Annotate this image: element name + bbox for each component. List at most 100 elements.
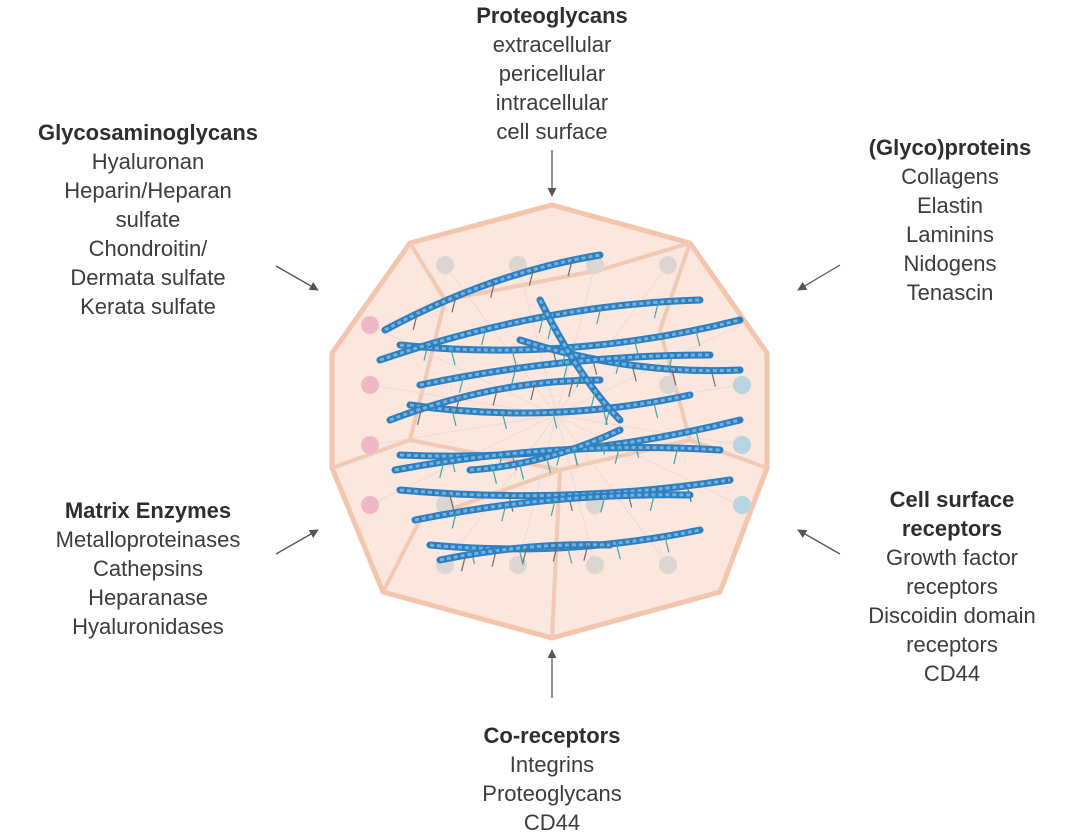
glycan-side-chain	[673, 447, 679, 465]
glycan-side-chain	[460, 555, 467, 572]
glycan-side-chain	[528, 269, 534, 286]
group-item: Kerata sulfate	[80, 294, 216, 319]
group-item: Heparanase	[88, 585, 208, 610]
glycan-side-chain	[451, 409, 457, 427]
glycan-side-chain	[596, 307, 602, 325]
glycan-side-chain	[518, 463, 525, 480]
glycan-side-chain	[412, 313, 418, 330]
glycan-side-chain	[561, 348, 567, 365]
glycan-side-chain	[448, 493, 455, 510]
group-item: Hyaluronan	[91, 149, 205, 174]
node-group	[361, 256, 751, 574]
arrow-lower-right	[797, 529, 841, 555]
glycan-side-chain	[563, 362, 569, 379]
glycan-side-chain	[545, 456, 552, 474]
group-title: Co-receptors	[483, 723, 621, 748]
arrow-upper-right	[797, 264, 841, 291]
group-title: Matrix Enzymes	[64, 498, 232, 523]
node-gray	[436, 256, 454, 274]
collagen-fiber-helix	[384, 253, 601, 332]
group-item: Metalloproteinases	[55, 527, 241, 552]
collagen-fiber-helix	[439, 543, 611, 562]
node-gray	[659, 256, 677, 274]
glycan-side-chain	[631, 365, 637, 382]
glycan-side-chain	[491, 550, 497, 567]
group-item: Laminins	[905, 222, 995, 247]
glycan-side-chain	[454, 397, 460, 415]
label-cell-surface-receptors: Cell surface receptors Growth factor rec…	[842, 485, 1062, 688]
group-item: Hyaluronidases	[72, 614, 224, 639]
group-item: Nidogens	[903, 251, 997, 276]
collagen-fiber-helix	[409, 393, 691, 415]
glycan-side-chain	[550, 499, 556, 516]
group-item: Collagens	[901, 164, 999, 189]
glycan-side-chain	[653, 301, 659, 319]
label-glycosaminoglycans: Glycosaminoglycans Hyaluronan Heparin/He…	[18, 118, 278, 321]
glycan-side-chain	[423, 344, 429, 361]
glycan-side-chain	[653, 401, 659, 419]
group-item: Dermata sulfate	[70, 265, 226, 290]
glycan-side-chain	[491, 467, 498, 484]
glycan-side-chain	[568, 380, 574, 397]
group-title: receptors	[901, 516, 1003, 541]
glycan-side-chain	[538, 316, 544, 334]
node-pink	[361, 316, 379, 334]
glycan-side-chain	[710, 370, 716, 387]
glycan-side-chain	[599, 438, 606, 455]
glycan-side-chain	[615, 543, 621, 560]
glycan-side-chain	[567, 547, 573, 564]
glycan-side-chain	[552, 412, 558, 429]
group-item: CD44	[523, 810, 581, 835]
collagen-fiber-helix	[399, 318, 741, 352]
glycan-side-chain	[695, 430, 701, 447]
label-glycoproteins: (Glyco)proteins Collagens Elastin Lamini…	[840, 133, 1060, 307]
group-item: Integrins	[509, 752, 595, 777]
group-title: Proteoglycans	[476, 3, 628, 28]
group-item: receptors	[906, 574, 998, 599]
collagen-fiber-helix	[399, 478, 731, 498]
group-item: Cathepsins	[92, 556, 204, 581]
group-item: Heparin/Heparan	[64, 178, 232, 203]
node-blue	[733, 496, 751, 514]
glycan-side-chain	[501, 412, 507, 429]
glycan-side-chain	[695, 329, 701, 347]
collagen-fiber-helix	[414, 493, 691, 522]
arrow-upper-left	[275, 265, 319, 291]
node-gray	[436, 496, 454, 514]
node-gray	[659, 376, 677, 394]
glycan-side-chain	[605, 408, 611, 426]
glycan-side-chain	[501, 504, 507, 522]
glycan-side-chain	[547, 322, 553, 340]
group-item: Proteoglycans	[482, 781, 622, 806]
glycan-side-chain	[451, 512, 457, 529]
glycan-side-chain	[511, 349, 517, 367]
collagen-fiber-helix	[379, 298, 701, 362]
node-gray	[586, 556, 604, 574]
group-title: Cell surface	[889, 487, 1015, 512]
glycan-side-chain	[614, 447, 620, 464]
glycan-side-chain	[439, 461, 445, 479]
fiber-group	[376, 251, 744, 572]
collagen-fiber-helix	[419, 353, 711, 387]
glycan-side-chain	[576, 371, 582, 388]
collagen-fiber-helix	[469, 428, 621, 472]
arrow-group	[275, 150, 841, 698]
group-title: Glycosaminoglycans	[37, 120, 259, 145]
node-gray	[659, 556, 677, 574]
glycan-side-chain	[511, 368, 517, 385]
label-co-receptors: Co-receptors Integrins Proteoglycans CD4…	[452, 721, 652, 837]
glycan-side-chain	[451, 296, 457, 313]
glycan-side-chain	[490, 281, 496, 298]
glycan-side-chain	[664, 536, 670, 553]
glycan-side-chain	[615, 357, 621, 375]
glycan-side-chain	[600, 496, 606, 513]
glycan-side-chain	[583, 544, 589, 561]
group-item: pericellular	[498, 61, 606, 86]
collagen-fiber-helix	[389, 378, 601, 422]
collagen-fiber-helix	[538, 299, 622, 422]
group-item: Tenascin	[906, 280, 994, 305]
glycan-side-chain	[590, 391, 596, 408]
group-item: receptors	[906, 632, 998, 657]
